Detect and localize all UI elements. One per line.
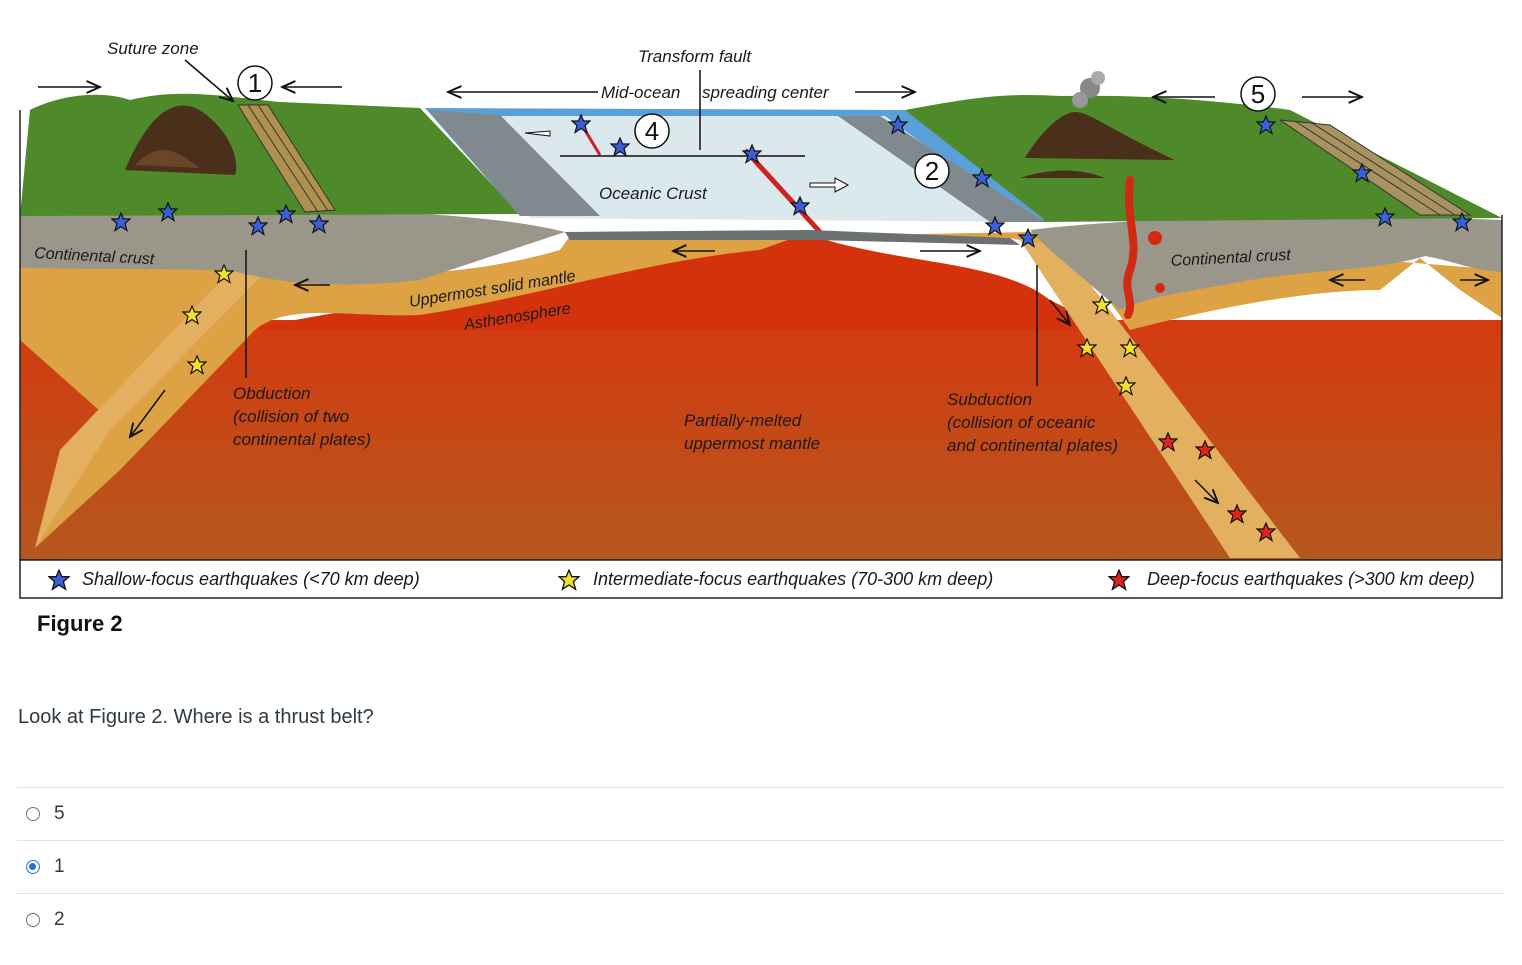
svg-text:5: 5 xyxy=(1251,79,1265,109)
label-mid-ocean: Mid-ocean xyxy=(601,83,680,102)
label-obduction-2: (collision of two xyxy=(233,407,349,426)
marker-1: 1 xyxy=(237,65,273,101)
radio-button[interactable] xyxy=(26,913,40,927)
label-oceanic-crust: Oceanic Crust xyxy=(599,184,708,203)
obducting-slab xyxy=(35,250,275,548)
magma-plume xyxy=(1123,176,1138,319)
figure-legend: Shallow-focus earthquakes (<70 km deep) … xyxy=(19,559,1503,599)
continental-crust-right xyxy=(1030,217,1502,310)
marker-4: 4 xyxy=(634,113,670,149)
legend-shallow: Shallow-focus earthquakes (<70 km deep) xyxy=(82,569,420,589)
answer-option-1[interactable]: 1 xyxy=(17,840,1505,893)
continental-crust-left xyxy=(20,211,565,285)
label-transform-fault: Transform fault xyxy=(638,47,752,66)
label-subduction-3: and continental plates) xyxy=(947,436,1118,455)
marker-2: 2 xyxy=(914,153,950,189)
question-text: Look at Figure 2. Where is a thrust belt… xyxy=(18,706,374,728)
answer-option-5[interactable]: 5 xyxy=(17,787,1505,840)
label-subduction: Subduction xyxy=(947,390,1032,409)
volcano-base xyxy=(1020,170,1105,178)
label-suture-zone: Suture zone xyxy=(107,39,199,58)
radio-button[interactable] xyxy=(26,807,40,821)
label-obduction: Obduction xyxy=(233,384,311,403)
label-spreading-center: spreading center xyxy=(702,83,830,102)
label-continental-crust-right: Continental crust xyxy=(1170,247,1291,270)
label-obduction-3: continental plates) xyxy=(233,430,371,449)
answer-label: 1 xyxy=(54,856,65,877)
marker-5: 5 xyxy=(1240,76,1276,112)
ridge-crack xyxy=(743,148,822,234)
oceanic-plate-strip xyxy=(565,230,1020,245)
continental-shelf-left xyxy=(428,110,600,216)
answer-label: 2 xyxy=(54,909,65,930)
radio-button-selected[interactable] xyxy=(26,860,40,874)
answer-label: 5 xyxy=(54,803,65,824)
answer-option-2[interactable]: 2 xyxy=(17,893,1505,946)
subducting-slab xyxy=(1020,240,1300,558)
svg-text:2: 2 xyxy=(925,156,939,186)
legend-deep: Deep-focus earthquakes (>300 km deep) xyxy=(1147,569,1475,589)
svg-text:1: 1 xyxy=(248,68,262,98)
label-continental-crust-left: Continental crust xyxy=(34,245,155,268)
plate-tectonics-figure: 1 4 2 5 Suture zone Transform fault Mid-… xyxy=(19,39,1503,599)
label-subduction-2: (collision of oceanic xyxy=(947,413,1096,432)
answer-list: 5 1 2 xyxy=(17,787,1505,946)
figure-caption: Figure 2 xyxy=(37,611,123,636)
label-partially-melted: Partially-melted xyxy=(684,411,802,430)
label-partially-melted-2: uppermost mantle xyxy=(684,434,820,453)
svg-text:4: 4 xyxy=(645,116,659,146)
legend-intermediate: Intermediate-focus earthquakes (70-300 k… xyxy=(593,569,993,589)
mountain-left-2 xyxy=(135,150,200,168)
volcano xyxy=(1025,112,1175,160)
